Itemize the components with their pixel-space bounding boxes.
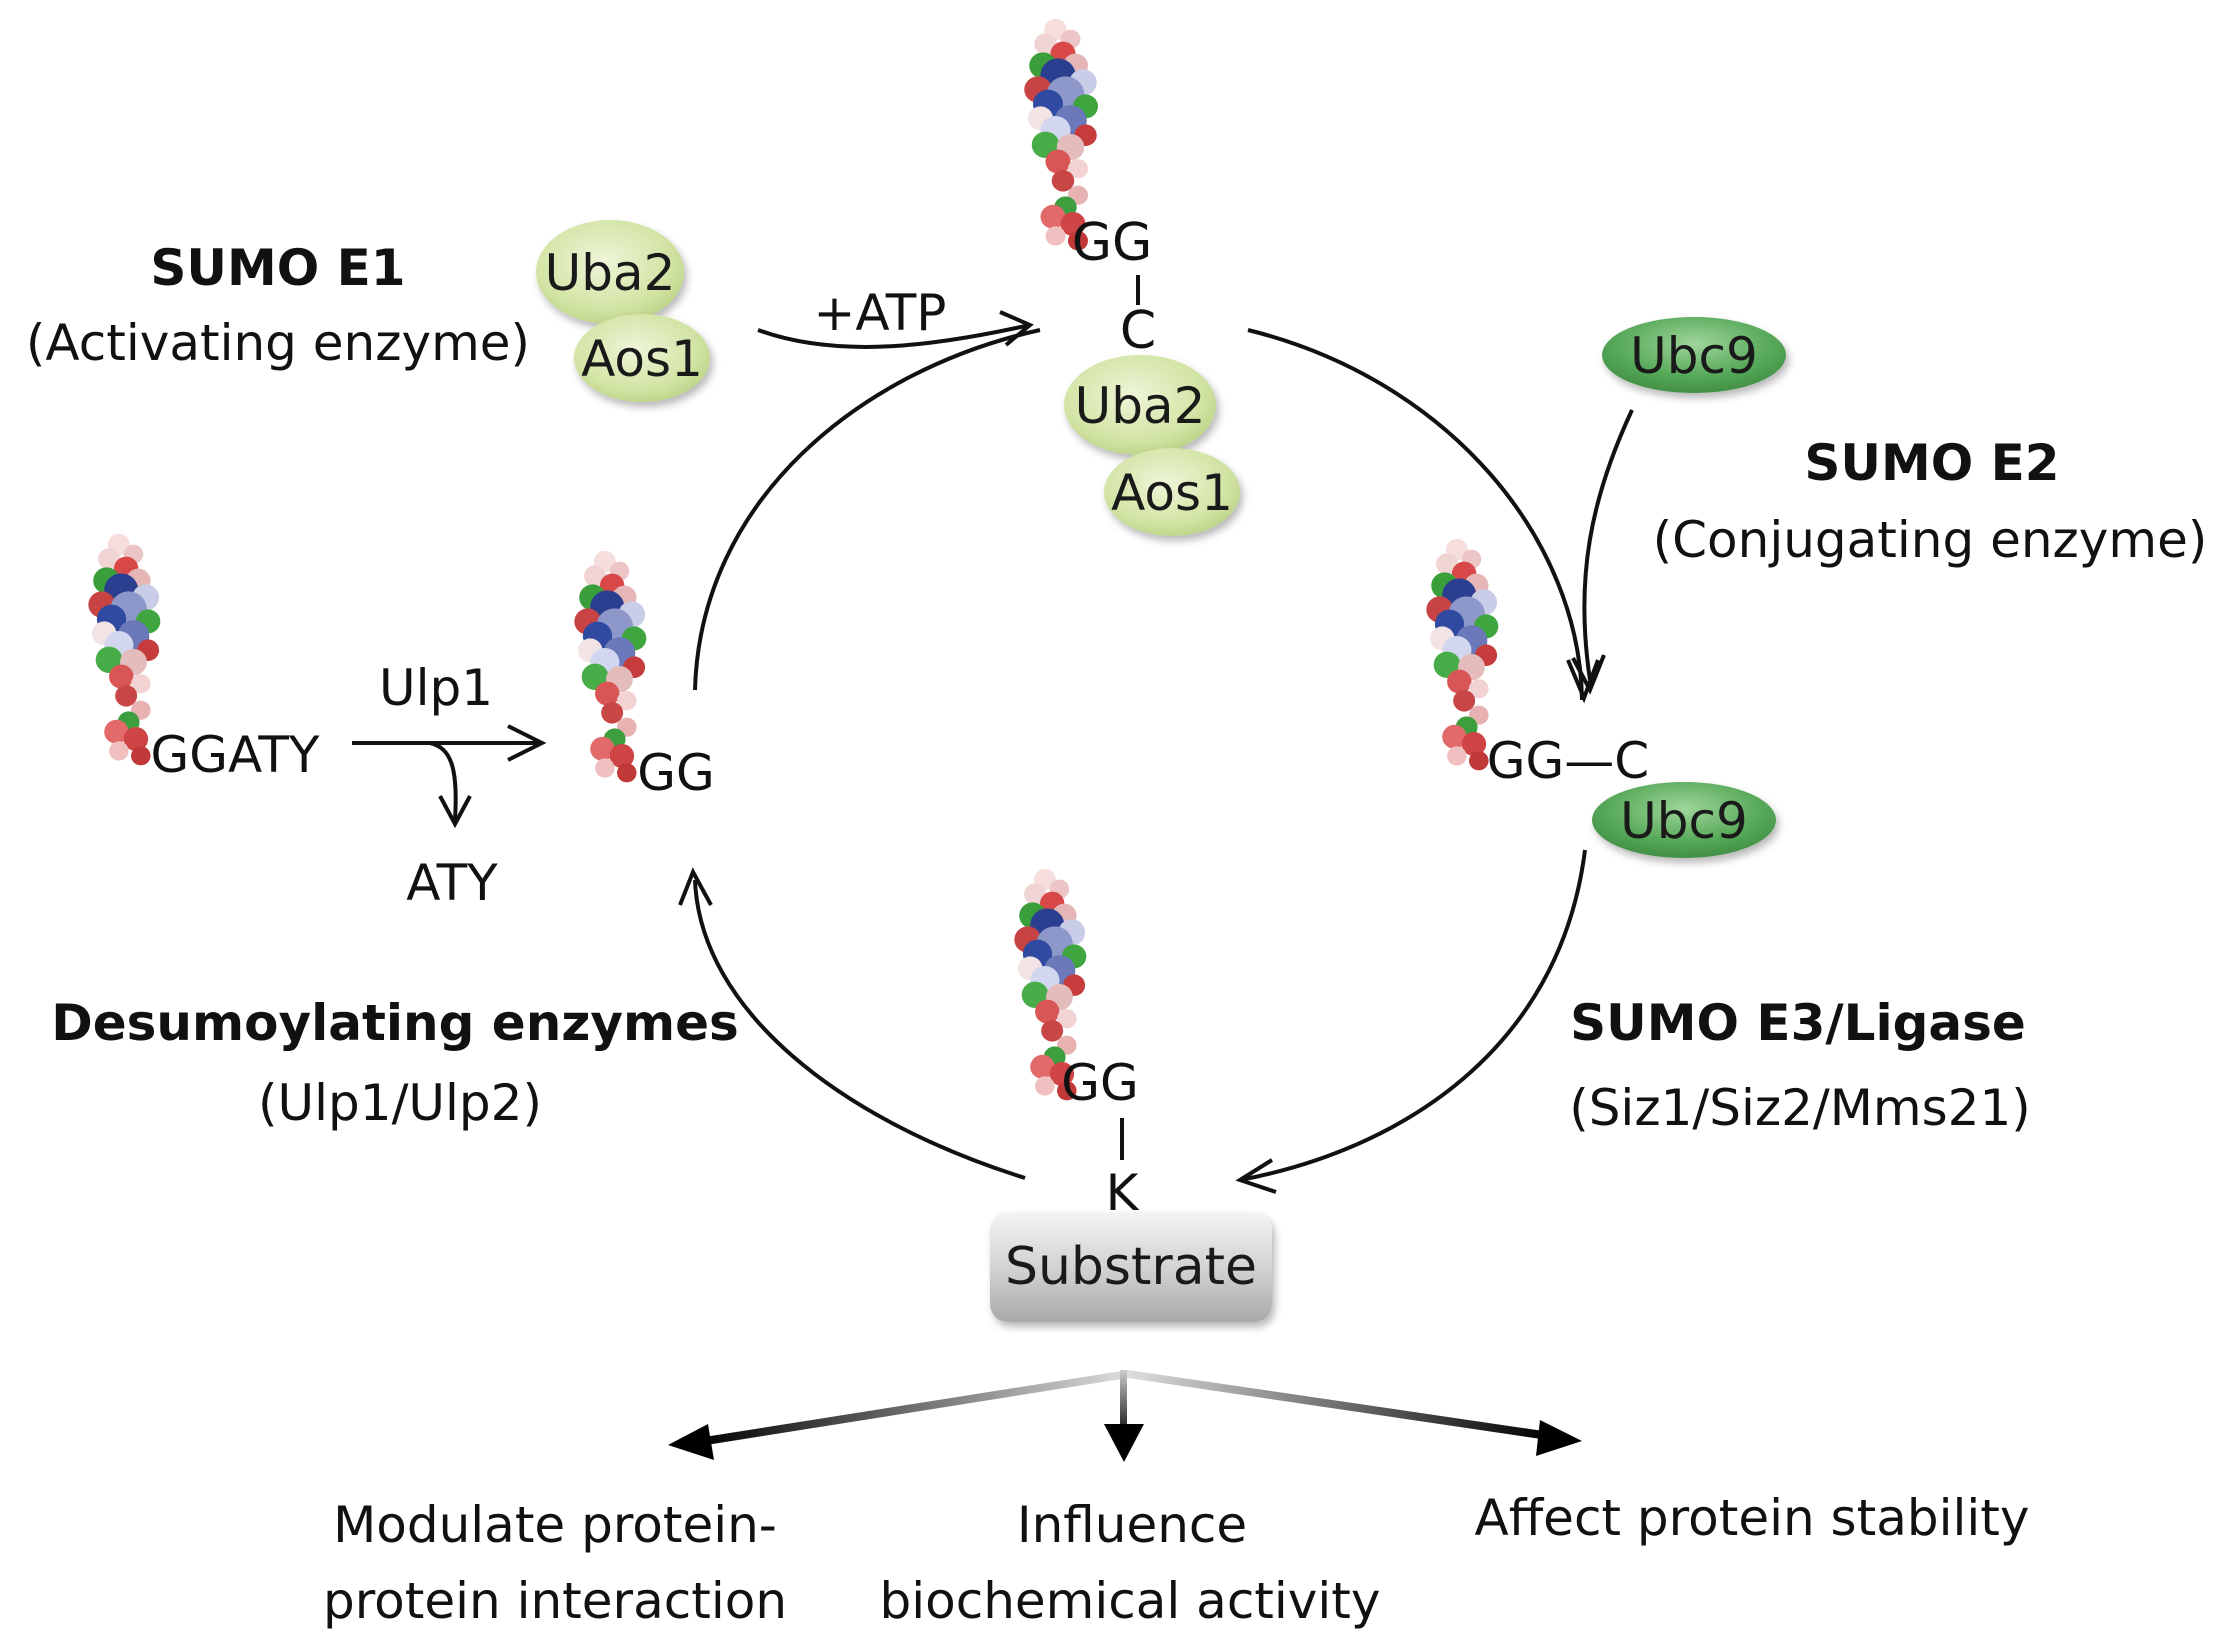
ubc9-bound-label: Ubc9 xyxy=(1620,792,1748,850)
arrowhead-ulp1 xyxy=(507,724,547,762)
ubc9-free: Ubc9 xyxy=(1602,317,1786,393)
arc-desumoylation xyxy=(693,879,1026,1180)
substrate-box: Substrate xyxy=(990,1212,1272,1322)
sumo-e1-subtitle: (Activating enzyme) xyxy=(26,314,530,372)
e2-thioester-label: GG—C xyxy=(1487,732,1649,790)
sumo-e1-title: SUMO E1 xyxy=(150,239,405,297)
ubc9-bound: Ubc9 xyxy=(1592,782,1776,858)
arrow-ubc9-loading xyxy=(1582,409,1634,681)
aty-label: ATY xyxy=(406,854,498,912)
outcome-arrowhead-middle xyxy=(1104,1424,1144,1462)
desumoylation-title: Desumoylating enzymes xyxy=(51,994,739,1052)
outcome-arrow-right xyxy=(1128,1370,1550,1440)
ulp1-label: Ulp1 xyxy=(379,659,493,717)
arc-to-substrate xyxy=(1239,849,1587,1182)
arrow-atp-activation xyxy=(757,323,1031,349)
arrowhead-ubc9 xyxy=(1571,654,1606,695)
conjugate-gg: GG xyxy=(1061,1054,1139,1112)
sumo-structure-mature xyxy=(574,550,647,783)
outcome-arrowhead-right xyxy=(1536,1420,1582,1456)
outcome-arrow-middle xyxy=(1120,1370,1127,1440)
arc-to-e2-thioester xyxy=(1247,328,1584,701)
arrow-aty-release xyxy=(429,741,458,821)
precursor-label: GGATY xyxy=(151,726,320,784)
e1-thioester-cys: C xyxy=(1120,301,1156,361)
e1-complex-bound: Uba2 Aos1 xyxy=(1064,355,1240,536)
outcome-middle-line2: biochemical activity xyxy=(880,1572,1381,1630)
arrowhead-substrate xyxy=(1235,1158,1277,1194)
e1-complex-free: Uba2 Aos1 xyxy=(536,220,710,402)
outcome-arrowhead-left xyxy=(668,1424,714,1460)
sumo-e2-title: SUMO E2 xyxy=(1804,434,2059,492)
atp-label: +ATP xyxy=(814,284,947,342)
aos1-free-label: Aos1 xyxy=(581,330,703,388)
desumoylation-subtitle: (Ulp1/Ulp2) xyxy=(258,1074,542,1132)
sumo-e3-subtitle: (Siz1/Siz2/Mms21) xyxy=(1569,1079,2031,1137)
sumo-e2-subtitle: (Conjugating enzyme) xyxy=(1653,511,2208,569)
sumo-e3-title: SUMO E3/Ligase xyxy=(1570,994,2026,1052)
arc-to-e1-thioester xyxy=(693,328,1041,691)
uba2-free-label: Uba2 xyxy=(545,244,676,302)
arrowhead-e2 xyxy=(1566,659,1600,704)
outcome-arrow-left xyxy=(698,1370,1128,1446)
e1-thioester-gg: GG xyxy=(1072,213,1153,273)
outcome-left-line1: Modulate protein- xyxy=(333,1496,777,1554)
outcome-right: Affect protein stability xyxy=(1475,1489,2030,1547)
arrowhead-aty xyxy=(438,795,472,829)
sumo-structure-precursor xyxy=(88,533,161,766)
arrowhead-desumoylation xyxy=(678,867,713,906)
arrowhead-atp xyxy=(999,310,1034,347)
substrate-label: Substrate xyxy=(1005,1237,1257,1297)
ubc9-free-label: Ubc9 xyxy=(1630,327,1758,385)
aos1-bound-label: Aos1 xyxy=(1111,464,1233,522)
outcome-left-line2: protein interaction xyxy=(323,1572,787,1630)
outcome-middle-line1: Influence xyxy=(1017,1496,1247,1554)
mature-sumo-gg: GG xyxy=(637,744,715,802)
uba2-bound-label: Uba2 xyxy=(1075,377,1206,435)
